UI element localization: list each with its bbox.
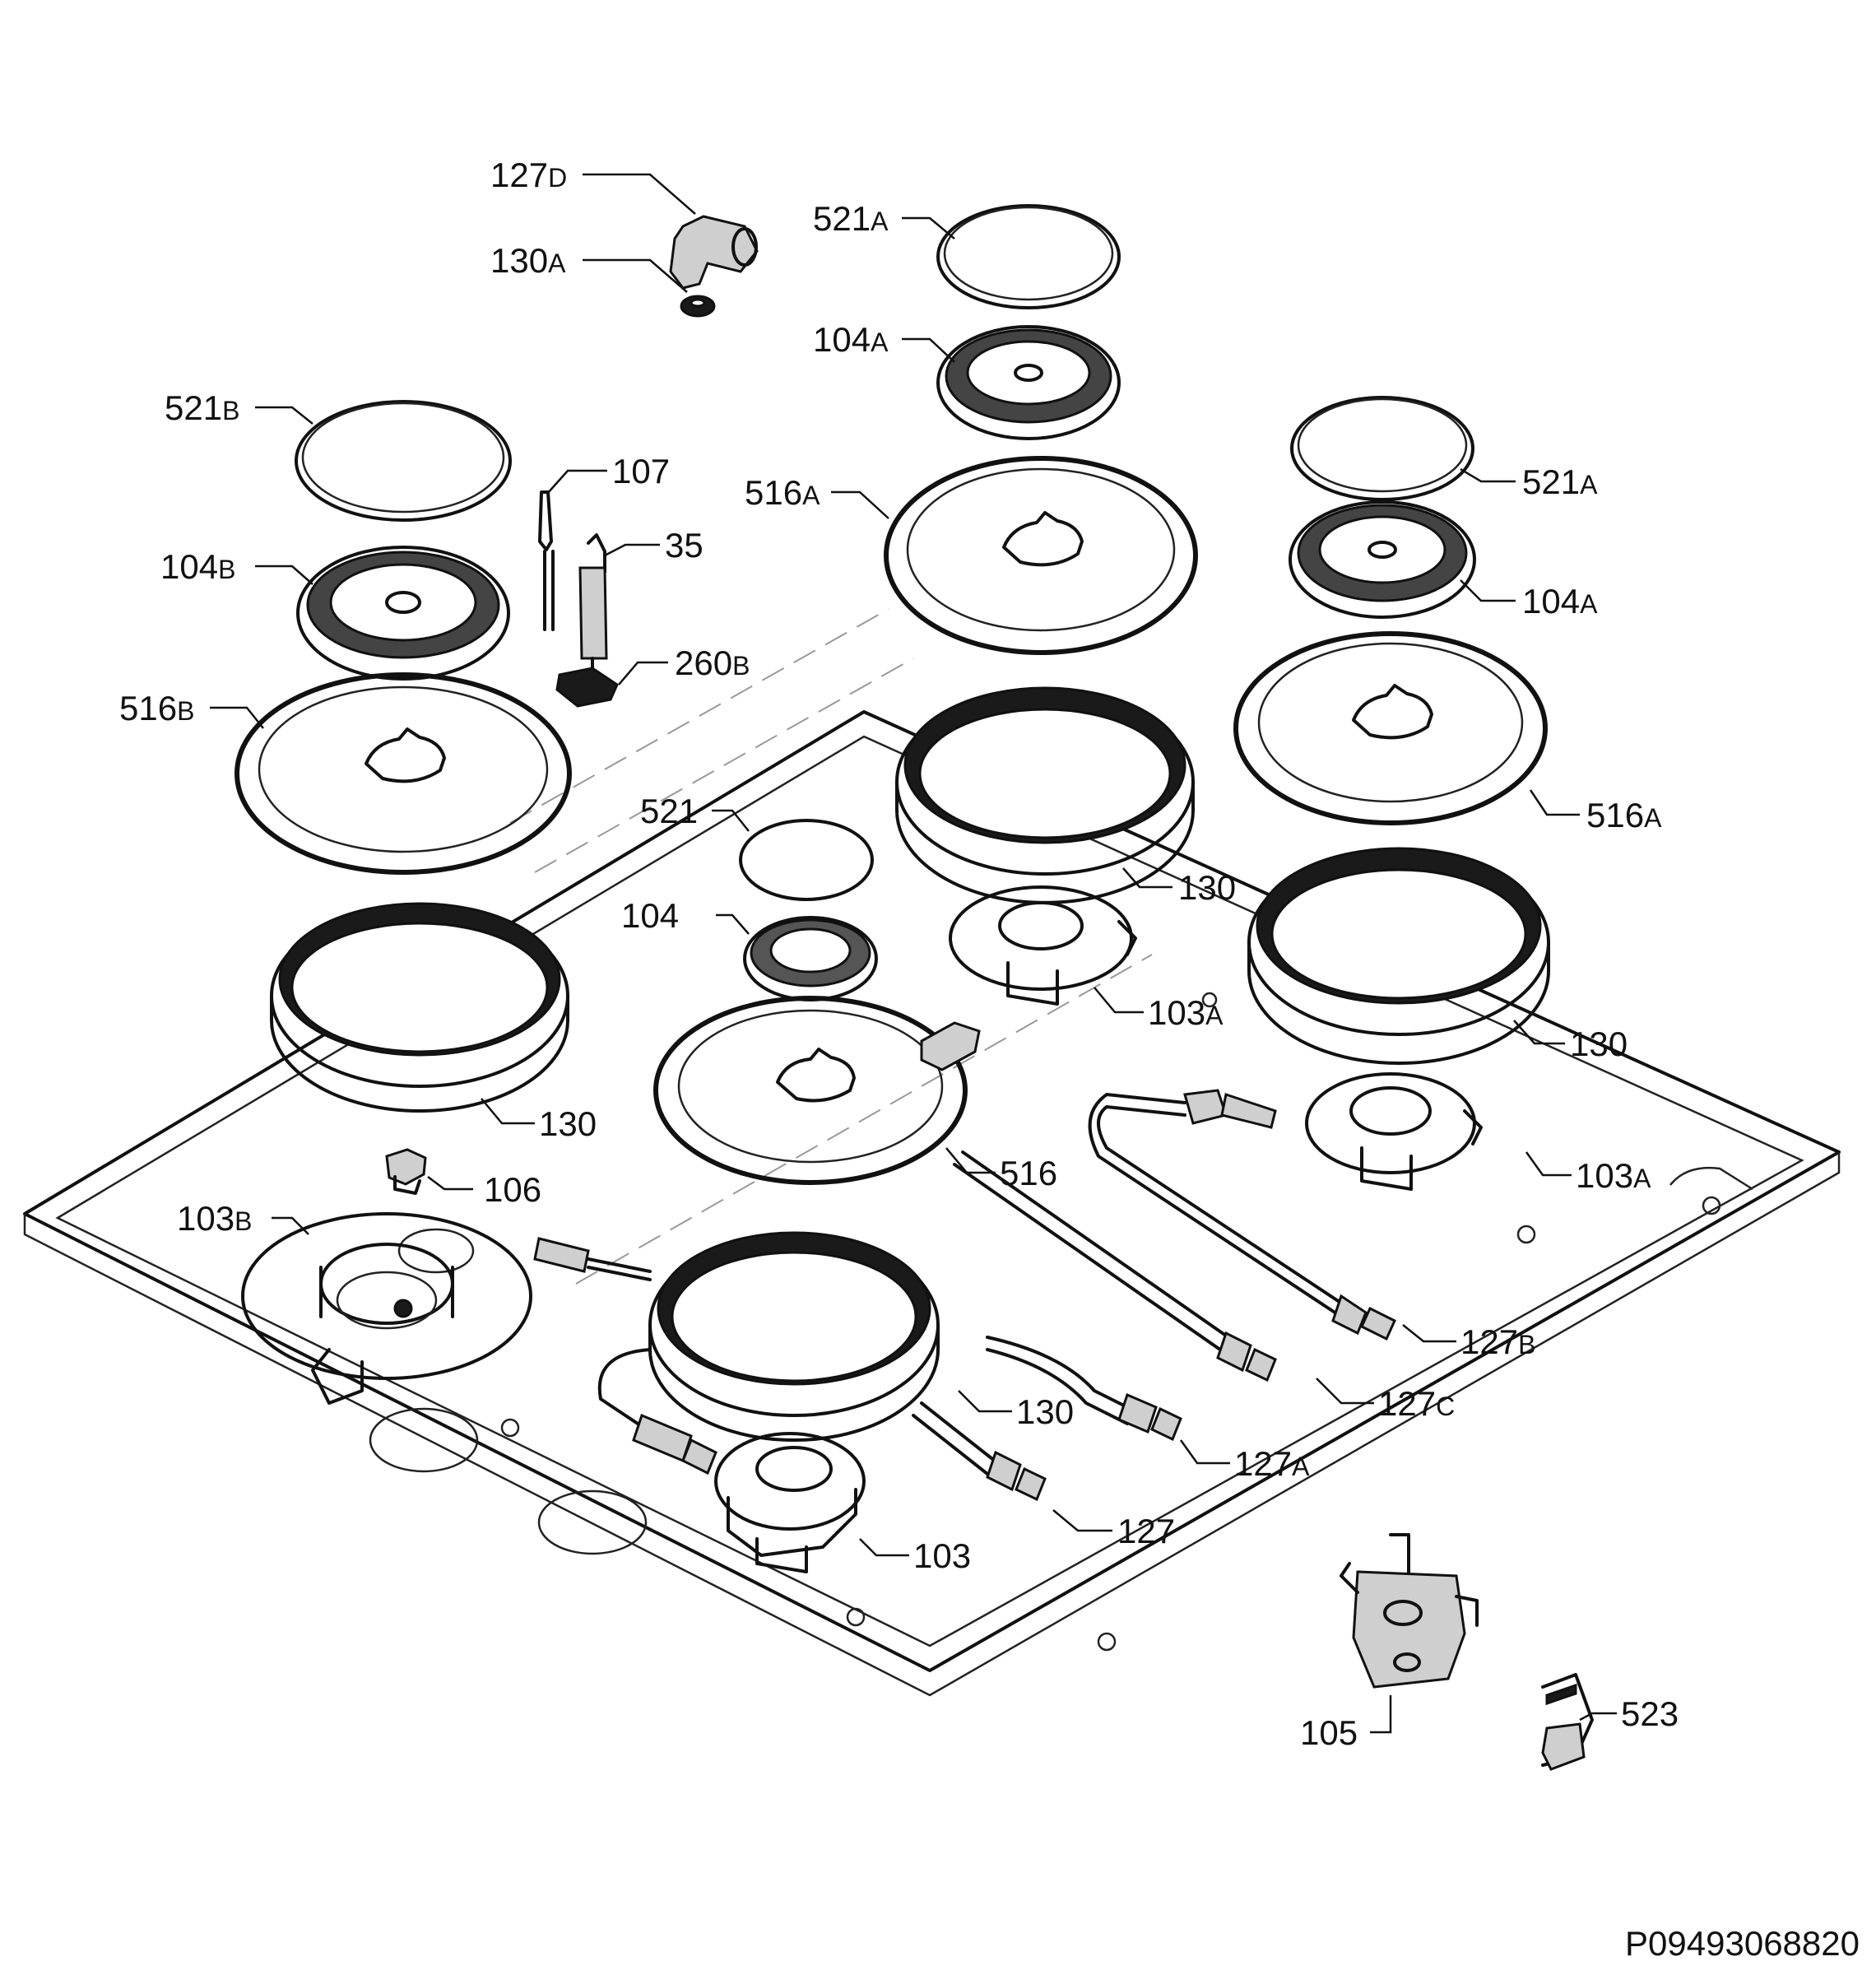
gas-pipe-127 <box>912 1401 1047 1502</box>
burner-cup-130-left <box>270 902 569 1113</box>
clip-523 <box>1541 1673 1594 1771</box>
burner-cap-521 <box>739 819 874 901</box>
label-107: 107 <box>612 452 671 490</box>
label-516b: 516B <box>119 689 195 727</box>
injector-106 <box>385 1148 427 1195</box>
label-516a-right: 516A <box>1586 796 1662 834</box>
flame-spreader-104a-center <box>936 325 1121 440</box>
label-130-center: 130 <box>1178 868 1237 907</box>
label-127b: 127B <box>1460 1322 1536 1361</box>
label-521a-right: 521A <box>1522 462 1598 501</box>
clip-260b <box>555 667 619 708</box>
elbow-fitting-127d <box>669 215 759 290</box>
label-103a-center: 103A <box>1148 993 1224 1032</box>
label-127d: 127D <box>490 156 568 194</box>
label-104a-center: 104A <box>813 320 889 359</box>
label-521a-center: 521A <box>813 199 889 238</box>
label-127a: 127A <box>1234 1444 1310 1483</box>
burner-base-103a-center <box>949 885 1137 1006</box>
gas-pipe-127c <box>953 1150 1277 1382</box>
label-127c: 127C <box>1378 1384 1456 1423</box>
burner-cap-521b <box>295 400 512 522</box>
label-103: 103 <box>913 1536 972 1575</box>
label-130a: 130A <box>490 241 566 280</box>
injector-fitting-center <box>920 1021 981 1071</box>
burner-cup-130-center <box>895 686 1195 904</box>
hob-base-tray <box>23 608 1841 1697</box>
label-521b: 521B <box>165 388 240 427</box>
burner-ring-516a-center <box>884 456 1198 655</box>
gas-pipe-127a <box>986 1336 1182 1442</box>
gas-pipe-127b <box>1088 1089 1396 1341</box>
washer-130a <box>680 295 716 318</box>
fitting-103b-pipe <box>533 1237 652 1281</box>
label-127: 127 <box>1117 1512 1176 1550</box>
burner-cap-521a-center <box>936 204 1121 309</box>
label-130-front: 130 <box>1016 1392 1075 1431</box>
label-35: 35 <box>665 526 704 565</box>
burner-base-103a-right <box>1305 1072 1483 1191</box>
label-130-left: 130 <box>539 1104 597 1143</box>
label-104a-right: 104A <box>1522 582 1598 620</box>
burner-cup-130-front <box>648 1231 940 1442</box>
label-105: 105 <box>1300 1713 1358 1752</box>
label-260b: 260B <box>675 644 750 682</box>
label-516: 516 <box>1000 1154 1058 1192</box>
reference-code: P09493068820 <box>1625 1924 1860 1963</box>
leader-lines <box>210 173 1617 1734</box>
burner-ring-516b <box>234 672 572 875</box>
label-130-right: 130 <box>1570 1025 1628 1063</box>
thermocouple-107 <box>538 490 555 631</box>
label-104: 104 <box>621 896 680 935</box>
label-104b: 104B <box>160 547 236 586</box>
burner-ring-516 <box>653 996 968 1185</box>
label-103b: 103B <box>177 1199 253 1238</box>
burner-base-103 <box>714 1432 866 1573</box>
gas-pipe-front-left <box>597 1348 717 1475</box>
gas-valve-105 <box>1340 1533 1479 1689</box>
flame-spreader-104a-right <box>1289 500 1476 619</box>
label-103a-right: 103A <box>1576 1156 1651 1195</box>
burner-cap-521a-right <box>1290 396 1474 501</box>
label-516a-center: 516A <box>745 473 820 512</box>
burner-ring-516a-right <box>1233 631 1548 825</box>
label-106: 106 <box>484 1170 542 1209</box>
burner-cup-130-right <box>1247 847 1550 1065</box>
flame-spreader-104 <box>743 916 878 1001</box>
label-521: 521 <box>640 792 699 830</box>
flame-spreader-104b <box>296 546 510 681</box>
label-523: 523 <box>1621 1694 1679 1733</box>
burner-base-103b <box>241 1212 532 1405</box>
